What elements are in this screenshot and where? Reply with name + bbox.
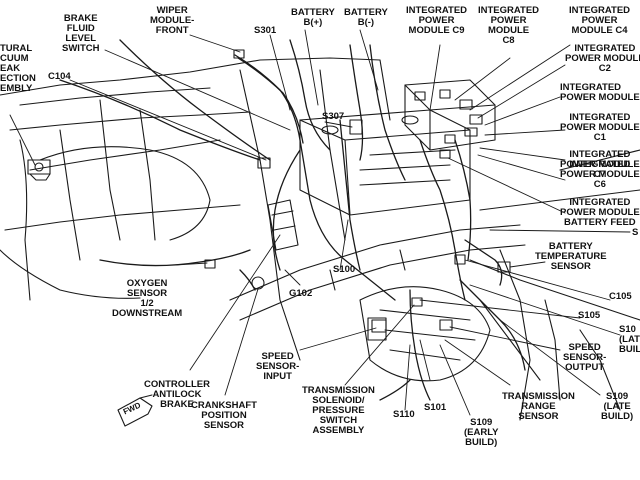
label-s109-early-build: S109 (EARLY BUILD) (464, 417, 499, 448)
label-battery-negative: BATTERY B(-) (344, 7, 388, 28)
transmission (359, 286, 491, 382)
label-s-edge: S (632, 227, 639, 238)
label-brake-fluid-level-switch: BRAKE FLUID LEVEL SWITCH (62, 13, 100, 54)
frame-rail (229, 224, 526, 321)
c105-connector (454, 254, 466, 265)
label-g102: G102 (289, 288, 313, 299)
label-ipm-c7: INTEGRATED POWER MODULE C7 (560, 149, 640, 180)
ipm-feed-connector (439, 149, 451, 159)
body-outline (0, 57, 640, 421)
label-ipm-c2: INTEGRATED POWER MODULE C2 (565, 43, 640, 74)
label-battery-temperature-sensor: BATTERY TEMPERATURE SENSOR (535, 241, 607, 272)
label-controller-antilock-brake: CONTROLLER ANTILOCK BRAKE (144, 379, 210, 410)
fwd-arrow-icon (117, 394, 153, 427)
oxygen-connector (204, 259, 216, 269)
label-ipm-c8: INTEGRATED POWER MODULE C8 (478, 5, 540, 46)
integrated-power-module (404, 79, 496, 151)
speed-output-connector (439, 319, 453, 331)
label-speed-sensor-input: SPEED SENSOR- INPUT (256, 351, 300, 382)
label-s100: S100 (333, 264, 356, 275)
label-s109-late-build: S109 (LATE BUILD) (601, 391, 634, 422)
label-s101: S101 (424, 402, 447, 413)
wiring-harness (59, 39, 526, 401)
label-ipm-c4: INTEGRATED POWER MODULE C4 (569, 5, 631, 36)
label-ipm-c6: INTEGRATED POWER MODULE C6 (560, 159, 640, 190)
label-s301: S301 (254, 25, 277, 36)
label-ipm-c1: INTEGRATED POWER MODULE C1 (560, 112, 640, 143)
label-ipm-c9: INTEGRATED POWER MODULE C9 (406, 5, 468, 36)
label-s307: S307 (322, 111, 345, 122)
crankshaft-sensor (251, 276, 265, 290)
label-oxygen-sensor-downstream: OXYGEN SENSOR 1/2 DOWNSTREAM (112, 278, 183, 319)
label-s105: S105 (578, 310, 601, 321)
speed-input-connector (371, 319, 387, 333)
label-ipm-battery-feed: INTEGRATED POWER MODULE BATTERY FEED (560, 197, 640, 228)
label-crankshaft-position-sensor: CRANKSHAFT POSITION SENSOR (191, 400, 257, 431)
label-c104: C104 (48, 71, 71, 82)
label-battery-positive: BATTERY B(+) (291, 7, 335, 28)
solenoid-connector (411, 297, 423, 307)
label-wiper-module-front: WIPER MODULE- FRONT (150, 5, 195, 36)
label-s110: S110 (393, 409, 415, 420)
label-transmission-solenoid-pressure-switch-assembly: TRANSMISSION SOLENOID/ PRESSURE SWITCH A… (302, 385, 375, 436)
label-speed-sensor-output: SPEED SENSOR- OUTPUT (563, 342, 607, 373)
leader-lines (9, 29, 631, 416)
natural-vacuum-assembly (27, 159, 51, 181)
wiper-connector (233, 49, 245, 59)
label-ipm-c3: INTEGRATED POWER MODULE (560, 82, 640, 103)
label-transmission-range-sensor: TRANSMISSION RANGE SENSOR (502, 391, 575, 422)
battery (299, 109, 471, 216)
label-s108-late-build: S10 (LAT BUIL (619, 324, 640, 355)
label-c105: C105 (609, 291, 632, 302)
c104-connector (257, 157, 271, 169)
label-natural-vacuum-leak-detection-assembly: TURAL CUUM EAK ECTION EMBLY (0, 43, 36, 94)
